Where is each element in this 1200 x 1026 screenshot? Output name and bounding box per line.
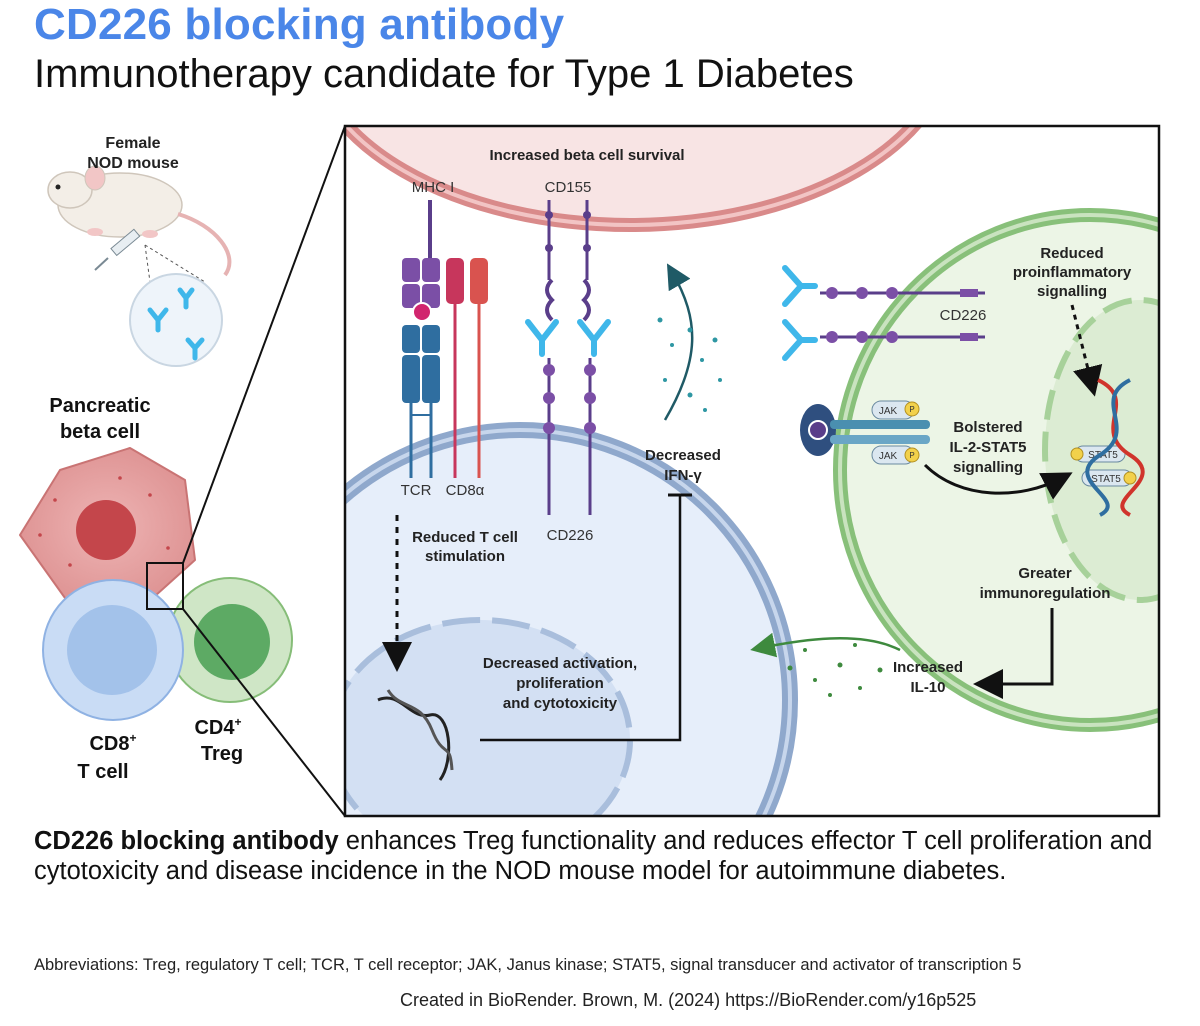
caption-bold: CD226 blocking antibody: [34, 827, 339, 855]
cd226-left-label: CD226: [547, 527, 594, 544]
cd155-label: CD155: [545, 179, 592, 196]
cd4-treg-cell: [167, 577, 293, 703]
activation-line1: Decreased activation,: [483, 655, 637, 672]
antibody-icon: [147, 287, 205, 361]
il2-signalling-arrow: [923, 463, 1073, 500]
pancreatic-beta-cell: [19, 447, 196, 606]
il2-line1: Bolstered: [953, 419, 1022, 436]
figure-caption: CD226 blocking antibody enhances Treg fu…: [34, 826, 1174, 886]
proinflammatory-line1: Reduced: [1040, 245, 1103, 262]
beta-survival-label: Increased beta cell survival: [489, 147, 684, 164]
activation-line2: proliferation: [516, 675, 604, 692]
antibody-icon: [525, 319, 611, 357]
cd8a-label: CD8α: [446, 482, 485, 499]
tcr-label: TCR: [401, 482, 432, 499]
beta-cell-membrane: [345, 126, 923, 232]
nod-mouse-illustration: [47, 165, 232, 277]
cd8-label-line1: CD8+: [89, 731, 136, 755]
reduced-stim-line2: stimulation: [425, 548, 505, 565]
il10-line2: IL-10: [910, 679, 945, 696]
page-subtitle: Immunotherapy candidate for Type 1 Diabe…: [34, 52, 854, 96]
page-title: CD226 blocking antibody: [34, 0, 565, 49]
proinflammatory-line2: proinflammatory: [1013, 264, 1132, 281]
jak-label-bottom: JAK: [879, 451, 898, 462]
cd226-treg-receptor: [820, 287, 985, 343]
dna-icon: [1085, 378, 1145, 517]
cd226-receptor: [543, 358, 596, 515]
cd226-right-label: CD226: [940, 307, 987, 324]
cd155-receptor: [545, 200, 591, 322]
antibody-icon: [782, 265, 818, 361]
caption-rest: enhances Treg functionality and reduces …: [34, 827, 1153, 885]
il2-line3: signalling: [953, 459, 1023, 476]
activation-line3: and cytotoxicity: [503, 695, 618, 712]
cd4-label-line1: CD4+: [194, 715, 241, 739]
stat5-label-top: STAT5: [1088, 450, 1118, 461]
ifn-inhibition-line: [480, 495, 682, 742]
il2-receptor: [800, 404, 930, 456]
mhc-tcr-complex: [402, 200, 488, 478]
il10-arrow: [973, 608, 1054, 699]
stat5-label-bottom: STAT5: [1091, 474, 1121, 485]
zoom-box: [146, 562, 184, 610]
ifn-secretion-arrow: [663, 263, 694, 421]
mouse-label-line1: Female: [105, 135, 160, 152]
syringe-icon: [94, 228, 141, 271]
mouse-label-line2: NOD mouse: [87, 155, 179, 172]
antibody-zoom-circle: [129, 273, 223, 367]
jak-icon: [871, 400, 920, 465]
ifn-line2: IFN-γ: [664, 467, 702, 484]
il10-line1: Increased: [893, 659, 963, 676]
ifn-particles: [657, 317, 722, 412]
il10-secretion-arrow: [750, 632, 901, 658]
stat5-icon: [1070, 445, 1137, 487]
t-cell-membrane: [345, 422, 798, 816]
abbreviations: Abbreviations: Treg, regulatory T cell; …: [34, 956, 1022, 974]
cd4-label-line2: Treg: [201, 743, 243, 765]
proinflammatory-line3: signalling: [1037, 283, 1107, 300]
mhc-label: MHC I: [412, 179, 455, 196]
immunoregulation-line1: Greater: [1018, 565, 1072, 582]
cd8-t-cell: [42, 579, 184, 721]
jak-label-top: JAK: [879, 406, 898, 417]
phosphate-label: P: [909, 451, 914, 460]
phosphate-label: P: [909, 405, 914, 414]
proinflammatory-arrow: [1070, 304, 1103, 397]
reduced-stim-line1: Reduced T cell: [412, 529, 518, 546]
dna-icon: [377, 689, 454, 781]
cd8-label-line2: T cell: [77, 761, 128, 783]
credit-line: Created in BioRender. Brown, M. (2024) h…: [400, 990, 977, 1010]
beta-cell-label-line2: beta cell: [60, 421, 140, 443]
zoom-panel-border: [343, 124, 1161, 818]
ifn-line1: Decreased: [645, 447, 721, 464]
il10-particles: [787, 643, 883, 697]
il2-line2: IL-2-STAT5: [950, 439, 1027, 456]
beta-cell-label-line1: Pancreatic: [49, 395, 150, 417]
immunoregulation-line2: immunoregulation: [980, 585, 1111, 602]
